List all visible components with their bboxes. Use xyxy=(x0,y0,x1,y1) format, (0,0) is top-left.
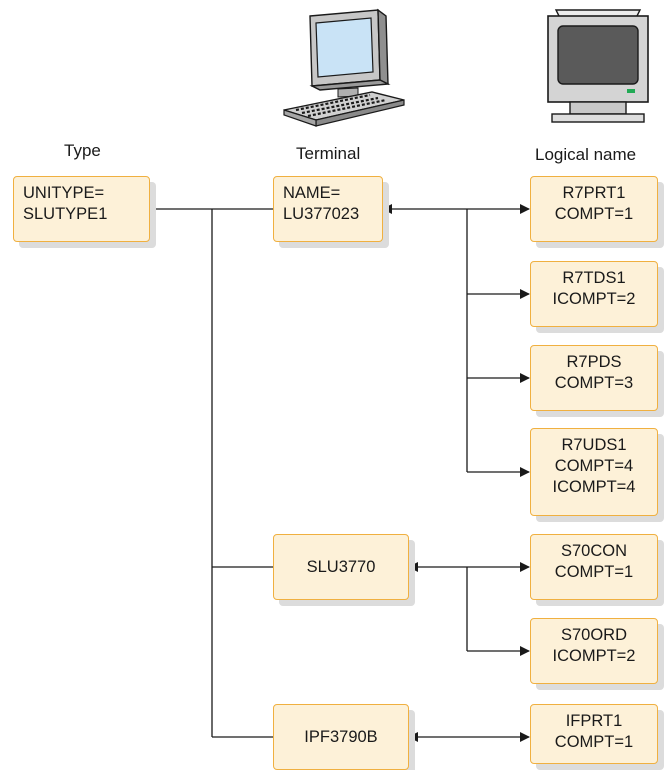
logical-line: COMPT=4 xyxy=(554,457,634,475)
terminal-computer-icon xyxy=(283,8,405,127)
logical-line: R7PDS xyxy=(566,353,622,371)
logical-line: COMPT=1 xyxy=(554,733,634,751)
logical-node-r7prt1: R7PRT1 COMPT=1 xyxy=(530,176,658,242)
terminal-line: NAME= xyxy=(283,184,341,202)
logical-line: S70CON xyxy=(560,542,628,560)
logical-node-r7uds1: R7UDS1 COMPT=4 ICOMPT=4 xyxy=(530,428,658,516)
terminal-line: IPF3790B xyxy=(304,727,378,746)
type-node-line-1: UNITYPE= xyxy=(23,184,105,202)
logical-line: R7TDS1 xyxy=(562,269,626,287)
logical-line: ICOMPT=2 xyxy=(552,290,636,308)
logical-line: ICOMPT=4 xyxy=(552,478,636,496)
logical-name-column-header: Logical name xyxy=(535,145,637,164)
logical-node-ifprt1: IFPRT1 COMPT=1 xyxy=(530,704,658,764)
logical-line: ICOMPT=2 xyxy=(552,647,636,665)
logical-monitor-icon xyxy=(547,9,649,123)
logical-line: IFPRT1 xyxy=(565,712,623,730)
terminal-line: SLU3770 xyxy=(306,557,376,576)
logical-node-s70con: S70CON COMPT=1 xyxy=(530,534,658,600)
terminal-node-slu3770: SLU3770 xyxy=(273,534,409,600)
terminal-line: LU377023 xyxy=(283,205,360,223)
type-node: UNITYPE= SLUTYPE1 xyxy=(13,176,150,242)
type-column-header: Type xyxy=(64,141,101,160)
logical-line: S70ORD xyxy=(560,626,628,644)
logical-line: COMPT=1 xyxy=(554,563,634,581)
logical-line: R7PRT1 xyxy=(562,184,626,202)
logical-line: COMPT=3 xyxy=(554,374,634,392)
logical-node-s70ord: S70ORD ICOMPT=2 xyxy=(530,618,658,684)
terminal-node-lu377023: NAME= LU377023 xyxy=(273,176,383,242)
type-node-line-2: SLUTYPE1 xyxy=(23,205,108,223)
terminal-column-header: Terminal xyxy=(296,144,361,163)
logical-line: COMPT=1 xyxy=(554,205,634,223)
logical-line: R7UDS1 xyxy=(561,436,627,454)
logical-node-r7pds: R7PDS COMPT=3 xyxy=(530,345,658,411)
logical-node-r7tds1: R7TDS1 ICOMPT=2 xyxy=(530,261,658,327)
terminal-node-ipf3790b: IPF3790B xyxy=(273,704,409,770)
